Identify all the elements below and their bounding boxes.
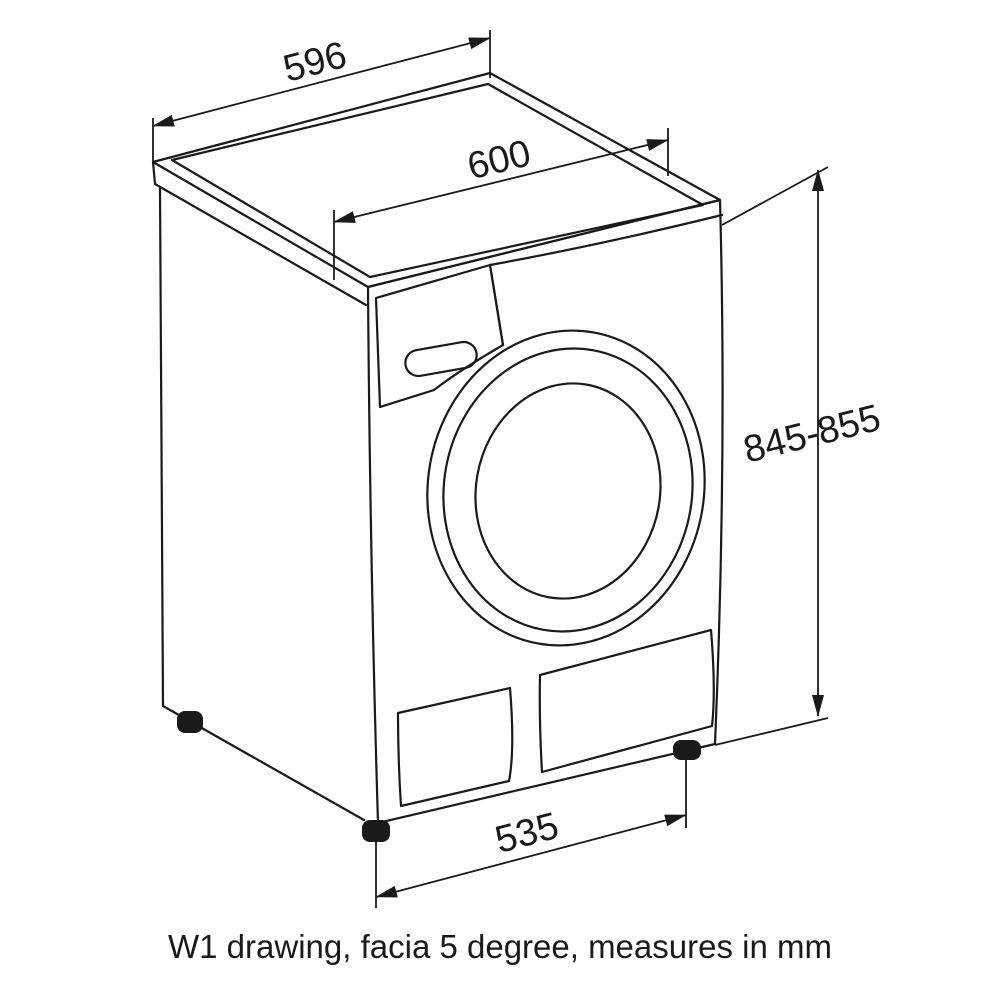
door-glass bbox=[474, 382, 662, 600]
dim-535-label: 535 bbox=[491, 805, 563, 862]
dim-height-label: 845-855 bbox=[739, 397, 884, 471]
dim-600-label: 600 bbox=[463, 132, 535, 188]
lower-right-panel bbox=[538, 628, 715, 774]
lower-left-panel bbox=[396, 686, 514, 808]
dim-535-line bbox=[375, 814, 687, 898]
dim-600-line bbox=[333, 139, 669, 223]
dim-height-ext-bottom bbox=[714, 717, 829, 746]
top-lid-thickness bbox=[151, 160, 368, 307]
foot-front-left bbox=[362, 820, 390, 842]
dim-height-ext-top bbox=[721, 166, 829, 226]
left-side-panel bbox=[158, 186, 366, 822]
top-lid-outline bbox=[151, 71, 722, 289]
foot-left bbox=[177, 711, 203, 733]
front-panel-outline bbox=[366, 198, 724, 825]
top-lid-inner-edge bbox=[170, 82, 705, 279]
display-slot bbox=[404, 340, 478, 378]
top-panel-edge bbox=[488, 213, 724, 267]
dim-596-label: 596 bbox=[279, 34, 351, 91]
control-panel-divider bbox=[488, 263, 505, 347]
foot-front-right bbox=[673, 740, 701, 760]
dim-596-line bbox=[152, 37, 491, 127]
door-middle-ring bbox=[442, 347, 694, 633]
caption: W1 drawing, facia 5 degree, measures in … bbox=[168, 928, 832, 965]
control-panel bbox=[374, 263, 505, 409]
door-outer-ring bbox=[426, 329, 706, 647]
